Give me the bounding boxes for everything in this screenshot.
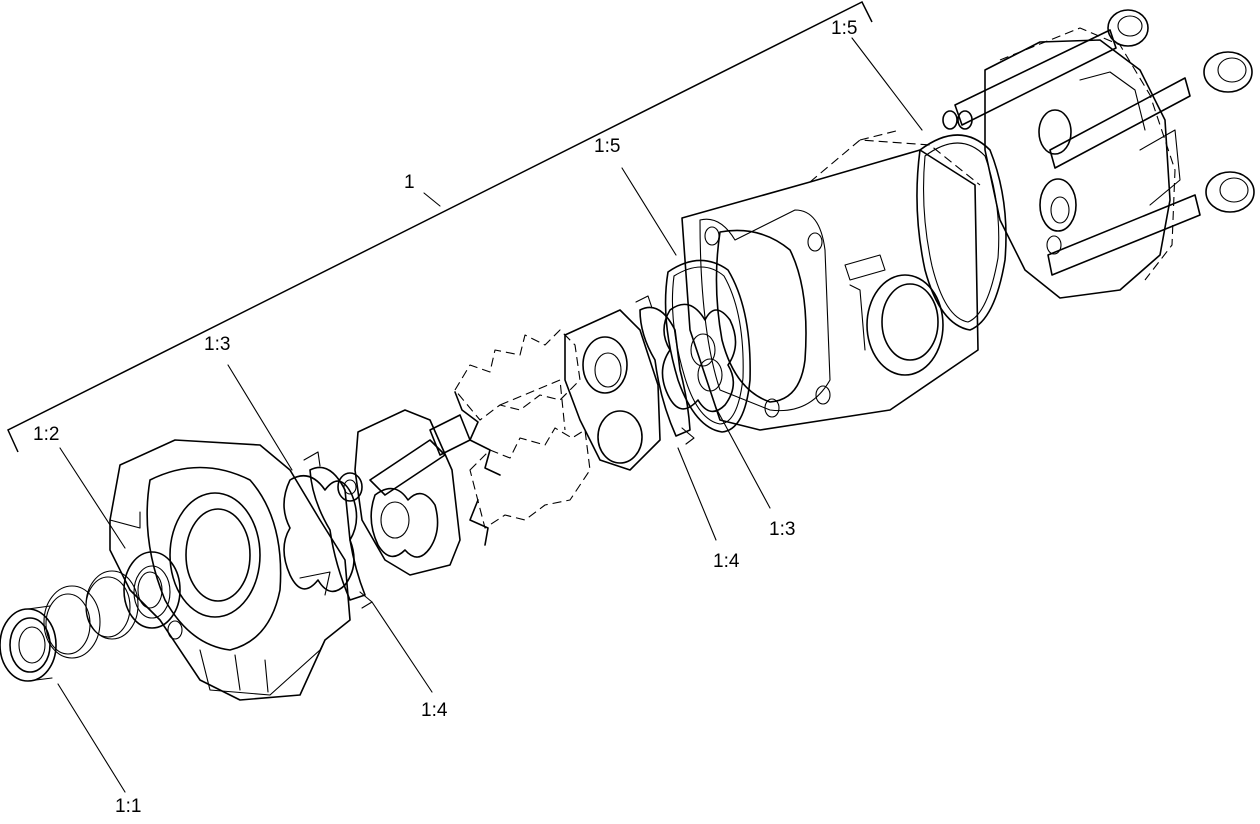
bolt-middle: [1049, 51, 1253, 169]
callout-1-4-rear: 1:4: [713, 551, 740, 572]
callout-1-1: 1:1: [115, 796, 141, 817]
callout-1-4-front: 1:4: [421, 700, 448, 721]
bearing-block-front: [354, 409, 461, 576]
driven-gear: [469, 427, 591, 546]
callout-1-5-rear: 1:5: [831, 18, 857, 39]
callout-1: 1: [404, 172, 415, 193]
snap-rings: [43, 570, 139, 659]
callout-1-5-body: 1:5: [594, 136, 620, 157]
bolt-top: [954, 9, 1149, 126]
bolt-bottom: [1047, 171, 1255, 276]
gasket-rear: [661, 303, 737, 413]
front-flange: [109, 439, 351, 701]
callout-1-3-rear: 1:3: [769, 519, 795, 540]
leader-lines: [57, 37, 923, 793]
dowel-pins: [942, 110, 973, 130]
bearing-block-rear: [564, 309, 661, 471]
retainer-ring: [123, 551, 181, 629]
pump-body: [681, 129, 981, 431]
drive-gear: [454, 329, 581, 476]
oring-front: [664, 259, 751, 433]
assembly-bracket: [7, 0, 873, 453]
oring-rear: [916, 134, 1007, 331]
callout-1-3-front: 1:3: [204, 334, 230, 355]
gasket-front: [283, 474, 358, 593]
backup-ring-rear: [635, 295, 695, 445]
rear-cover-plate: [984, 27, 1181, 299]
callout-1-2: 1:2: [33, 424, 59, 445]
shaft-seal: [0, 605, 57, 682]
